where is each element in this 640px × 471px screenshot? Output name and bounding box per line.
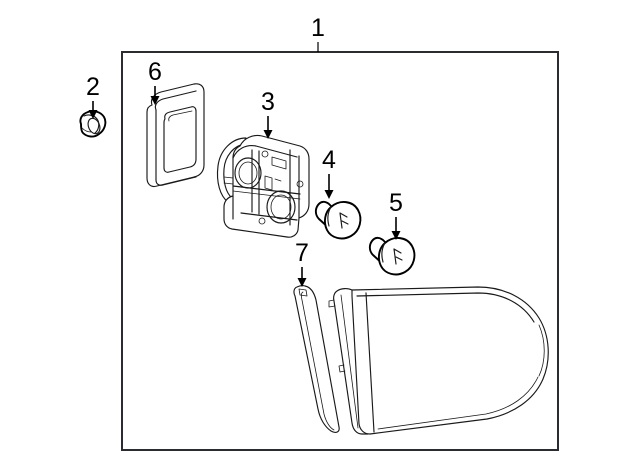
socket-main-body	[223, 134, 310, 238]
callout-2-label: 2	[86, 73, 100, 101]
callout-5: 5	[389, 189, 403, 240]
socket-terminal-c	[274, 178, 282, 182]
lens-top-edge	[356, 292, 535, 323]
callout-7: 7	[295, 239, 309, 287]
bulb-lower-glass	[377, 237, 416, 276]
bulb-lower-neck	[381, 242, 386, 263]
part-lamp-gasket	[146, 83, 205, 188]
part-tail-lamp-lens	[328, 286, 549, 435]
gasket-edge-top	[154, 90, 197, 111]
part-lens-trim-strip	[293, 285, 340, 433]
socket-rear-boss-inner	[223, 143, 247, 199]
lens-left-inner-edge	[365, 292, 375, 433]
socket-boss-1	[261, 150, 269, 158]
callout-7-label: 7	[295, 239, 309, 267]
socket-shelf	[232, 185, 301, 195]
socket-bore-lower	[266, 190, 296, 224]
grommet-flange	[81, 127, 92, 133]
grommet-rim	[83, 114, 100, 134]
socket-tab-1	[223, 176, 234, 179]
socket-terminal-b	[264, 175, 273, 191]
trim-strip-notch	[298, 288, 308, 297]
callout-4: 4	[322, 146, 336, 199]
callout-2: 2	[86, 73, 100, 119]
grommet-bore	[87, 117, 101, 135]
callout-3-label: 3	[261, 88, 275, 116]
part-grommet	[79, 110, 107, 138]
lens-right-highlight	[538, 324, 545, 377]
socket-terminal-a	[271, 156, 287, 170]
gasket-aperture-highlight	[168, 110, 193, 122]
socket-top-contour	[232, 144, 298, 159]
callout-6-arrowhead	[150, 96, 160, 105]
callout-3: 3	[261, 88, 275, 139]
gasket-edge-bottom	[155, 176, 197, 186]
bulb-upper-filament	[339, 212, 349, 229]
lens-clip-tab-lower	[338, 364, 346, 373]
trim-strip-highlight	[300, 291, 335, 431]
callout-4-label: 4	[322, 146, 336, 174]
bulb-upper-glass	[323, 201, 362, 240]
callout-2-arrowhead	[88, 110, 98, 119]
socket-bore-lower-inner	[270, 194, 292, 220]
socket-boss-3	[258, 217, 266, 225]
lens-clip-tab-upper	[328, 299, 336, 308]
callout-6: 6	[148, 58, 162, 105]
callout-1-label: 1	[311, 14, 325, 42]
lens-bottom-edge	[377, 376, 539, 430]
callout-7-arrowhead	[297, 278, 307, 287]
part-bulb-lower	[368, 236, 416, 276]
socket-skirt-edge	[240, 212, 298, 221]
part-bulb-upper	[314, 200, 362, 240]
callout-5-arrowhead	[391, 231, 401, 240]
lens-body	[351, 286, 549, 435]
callout-6-label: 6	[148, 58, 162, 86]
callout-4-arrowhead	[324, 190, 334, 199]
callout-1: 1	[311, 14, 325, 52]
callout-3-arrowhead	[263, 130, 273, 139]
callout-5-label: 5	[389, 189, 403, 217]
socket-tab-2	[223, 182, 234, 185]
lens-flange-inner	[340, 294, 359, 429]
socket-boss-2	[296, 180, 304, 188]
bulb-upper-neck	[327, 206, 332, 227]
socket-shelf-edge	[232, 190, 301, 200]
bulb-lower-filament	[393, 248, 403, 265]
trim-strip-body	[293, 285, 340, 433]
gasket-aperture	[163, 106, 197, 173]
socket-bore-upper-inner	[238, 161, 258, 185]
part-bulb-socket-housing	[216, 134, 310, 238]
